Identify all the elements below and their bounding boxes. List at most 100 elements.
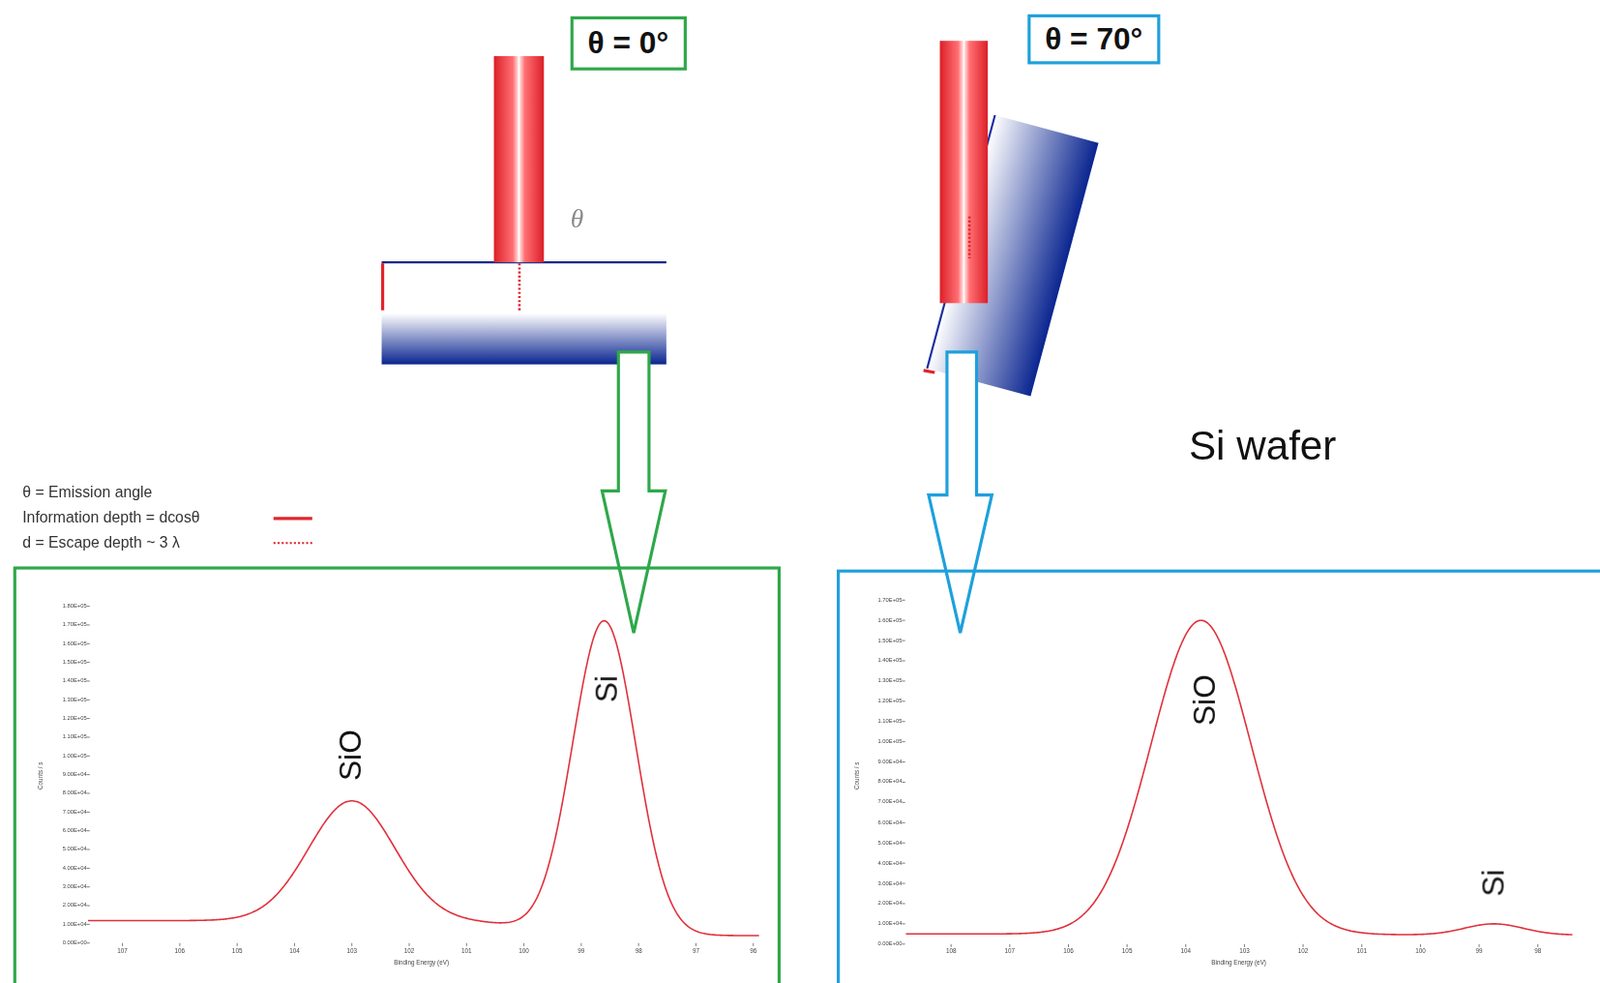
legend-text: Information depth = dcosθ	[22, 508, 200, 526]
tick-label: 1.70E+05	[62, 622, 88, 628]
axis-tick	[1303, 944, 1304, 948]
information-depth	[381, 263, 385, 311]
tick-label: 1.50E+05	[878, 637, 903, 644]
axis-tick	[87, 867, 90, 869]
axis-tick	[466, 943, 468, 947]
peak-label: Si	[590, 675, 625, 703]
axis-tick	[87, 905, 90, 907]
axis-tick	[638, 943, 640, 947]
tick-label: 97	[692, 948, 700, 954]
tick-label: 101	[461, 948, 473, 954]
tick-label: 1.00E+04	[878, 920, 903, 927]
tick-label: 1.00E+05	[878, 739, 903, 745]
axis-tick	[87, 886, 90, 888]
tick-label: 108	[946, 948, 957, 954]
legend-line	[273, 541, 313, 544]
axis-tick	[902, 822, 906, 824]
axis-tick	[87, 811, 90, 813]
tick-label: 5.00E+04	[878, 839, 903, 846]
tick-label: 105	[232, 948, 243, 954]
axis-tick	[87, 605, 90, 607]
axis-tick	[580, 943, 582, 947]
axis-tick	[87, 623, 90, 625]
axis-tick	[294, 943, 296, 947]
tick-label: 105	[1122, 948, 1133, 954]
axis-title: Counts / s	[37, 761, 44, 789]
tick-label: 1.20E+05	[62, 715, 88, 722]
tick-label: 1.10E+05	[878, 718, 903, 725]
angle-box: θ = 70°	[1027, 14, 1160, 65]
axis-tick	[902, 761, 906, 763]
axis-tick	[87, 942, 90, 944]
tick-label: 9.00E+04	[62, 771, 88, 778]
peak-label: SiO	[1187, 674, 1223, 726]
axis-tick	[695, 943, 697, 947]
axis-tick	[1126, 944, 1128, 948]
axis-tick	[87, 661, 90, 663]
legend-line	[273, 516, 313, 520]
axis-tick	[351, 943, 353, 947]
tick-label: 102	[404, 948, 415, 954]
tick-label: 1.40E+05	[62, 678, 88, 684]
axis-title: Binding Energy (eV)	[1211, 959, 1267, 966]
tick-label: 9.00E+04	[878, 759, 903, 766]
tick-label: 99	[577, 948, 585, 954]
axis-tick	[178, 943, 180, 947]
axis-tick	[87, 680, 90, 682]
tick-label: 7.00E+04	[62, 808, 88, 815]
tick-label: 1.60E+05	[62, 640, 88, 647]
tick-label: 5.00E+04	[62, 846, 88, 853]
axis-tick	[87, 829, 90, 831]
hollow-arrow	[601, 352, 665, 633]
angle-box: θ = 0°	[570, 16, 687, 71]
axis-tick	[87, 736, 90, 738]
axis-tick	[1067, 944, 1069, 948]
tick-label: 98	[635, 948, 643, 954]
tick-label: 1.30E+05	[62, 696, 88, 703]
spectrum-panel: SiOSi	[13, 565, 781, 983]
axis-tick	[902, 640, 906, 642]
sample-name: Si wafer	[1188, 424, 1336, 466]
axis-tick	[87, 773, 90, 775]
axis-tick	[902, 883, 906, 885]
axis-tick	[87, 717, 90, 719]
axis-tick	[902, 660, 906, 662]
angle-label: θ = 70°	[1044, 21, 1143, 57]
axis-tick	[1008, 944, 1010, 948]
tick-label: 100	[518, 948, 530, 954]
tick-label: 106	[175, 948, 186, 954]
axis-tick	[902, 620, 906, 622]
axis-tick	[950, 944, 952, 948]
axis-tick	[902, 922, 906, 924]
tick-label: 2.00E+04	[878, 900, 903, 907]
analyzer-beam	[940, 40, 989, 303]
tick-label: 106	[1063, 948, 1074, 954]
tick-label: 100	[1415, 948, 1426, 954]
axis-tick	[87, 755, 90, 757]
tick-label: 1.60E+05	[878, 617, 903, 623]
axis-tick	[1420, 944, 1422, 948]
axis-tick	[1185, 944, 1186, 948]
tick-label: 1.40E+05	[878, 657, 903, 664]
axis-tick	[121, 943, 123, 947]
tick-label: 98	[1534, 948, 1541, 954]
spectrum-panel: SiOSi	[836, 569, 1600, 983]
tick-label: 1.10E+05	[62, 734, 88, 741]
legend-text: θ = Emission angle	[22, 483, 152, 501]
axis-tick	[87, 923, 90, 925]
axis-tick	[902, 902, 906, 904]
tick-label: 6.00E+04	[878, 819, 903, 826]
axis-tick	[87, 643, 90, 645]
axis-title: Counts / s	[854, 761, 860, 789]
legend-text: d = Escape depth ~ 3 λ	[22, 534, 180, 552]
axis-tick	[902, 599, 906, 601]
tick-label: 8.00E+04	[62, 790, 88, 797]
axis-tick	[87, 793, 90, 795]
tick-label: 4.00E+04	[62, 864, 88, 871]
axis-tick	[1361, 944, 1363, 948]
axis-title: Binding Energy (eV)	[393, 959, 449, 966]
escape-depth	[968, 216, 972, 259]
escape-depth	[518, 263, 522, 313]
tick-label: 101	[1356, 948, 1367, 954]
